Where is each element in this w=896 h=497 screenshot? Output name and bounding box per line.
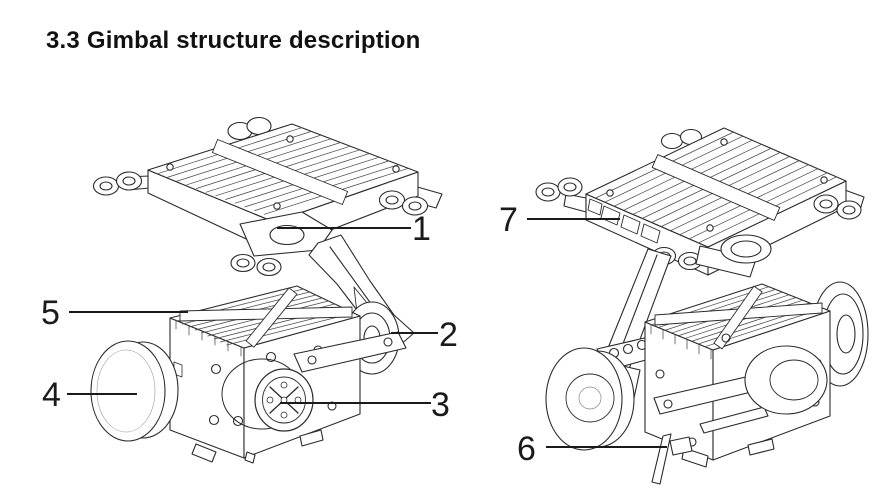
callout-label-3: 3 (431, 386, 450, 424)
camera-body-left (169, 285, 361, 459)
front-hub-disc (744, 345, 828, 415)
callout-label-7: 7 (499, 201, 518, 239)
rear-damper-left (227, 116, 272, 141)
secondary-sensor (254, 368, 314, 432)
main-lens (90, 340, 179, 442)
connector-ports (587, 198, 661, 244)
under-plate-mount-right (695, 234, 772, 278)
callout-label-2: 2 (439, 316, 458, 354)
gimbal-quick-mount (239, 211, 333, 257)
section-heading: 3.3 Gimbal structure description (46, 27, 421, 54)
body-feet-right (681, 438, 775, 468)
pitch-support-bracket-left (293, 331, 407, 373)
callout-leader-7 (527, 218, 620, 220)
body-feet-left (191, 429, 324, 464)
gimbal-view-left (90, 116, 443, 464)
callout-leader-3 (280, 402, 431, 404)
callout-leader-2 (391, 332, 438, 334)
callout-label-1: 1 (412, 210, 431, 248)
callout-leader-4 (67, 393, 137, 395)
callout-leader-5 (69, 311, 188, 313)
main-lens-right (545, 347, 635, 451)
callout-label-5: 5 (41, 294, 60, 332)
rubber-dampers-left (92, 171, 429, 277)
callout-leader-1 (277, 227, 411, 229)
callout-leader-6 (546, 446, 667, 448)
gimbal-view-right (535, 127, 869, 485)
callout-label-6: 6 (517, 430, 536, 468)
callout-label-4: 4 (42, 376, 61, 414)
